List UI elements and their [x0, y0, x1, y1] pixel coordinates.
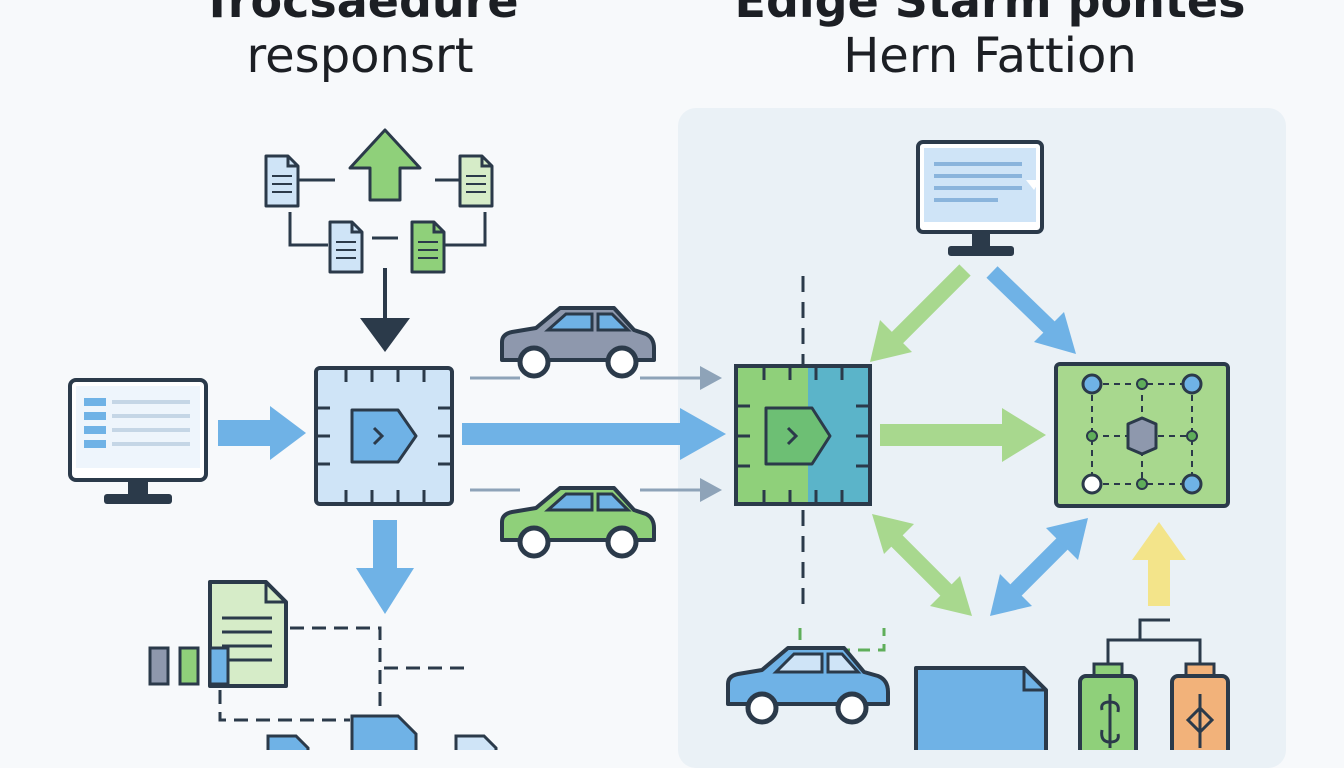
left-title-line2: responsrt — [246, 28, 474, 84]
right-arrow-blue — [218, 406, 306, 460]
long-right-arrow-blue — [462, 408, 726, 460]
diagram-canvas — [68, 128, 1230, 750]
right-title-line1: Edige Starm pontes — [734, 0, 1246, 28]
up-arrow-yellow — [1132, 522, 1186, 606]
diagonal-arrow-green — [870, 264, 971, 362]
monitor-icon — [916, 140, 1044, 256]
bidirectional-arrow-blue — [990, 518, 1088, 616]
down-arrow-dark — [360, 268, 410, 352]
battery-icon — [1170, 662, 1230, 750]
left-title-line1: Trocsaedure — [201, 0, 519, 28]
down-arrow-blue — [356, 520, 414, 614]
small-arrowhead — [700, 478, 722, 502]
network-node-icon — [1054, 362, 1230, 508]
up-arrow-icon — [348, 128, 422, 202]
document-icon — [266, 734, 310, 750]
document-icon — [328, 220, 364, 274]
battery-icon — [1078, 662, 1138, 750]
top-document-cluster — [264, 128, 494, 274]
bidirectional-arrow-green — [872, 514, 972, 616]
document-icon — [454, 734, 498, 750]
edge-processor-chip-icon — [734, 364, 872, 506]
processor-chip-icon — [314, 366, 454, 506]
car-icon — [500, 306, 656, 379]
document-icon — [914, 666, 1048, 750]
document-icon — [410, 220, 446, 274]
right-title: Edige Starm pontes Hern Fattion — [690, 0, 1290, 80]
right-arrow-green — [880, 408, 1046, 462]
car-icon — [726, 646, 890, 725]
bar-blocks — [148, 646, 230, 686]
document-icon — [264, 154, 300, 208]
dashed-connector — [218, 626, 470, 722]
diagonal-arrow-blue — [986, 266, 1076, 354]
small-arrowhead — [700, 366, 722, 390]
connector-line — [288, 178, 487, 247]
document-icon — [458, 154, 494, 208]
battery-connector — [1106, 618, 1202, 664]
car-icon — [500, 486, 656, 559]
left-title: Trocsaedure responsrt — [160, 0, 560, 80]
dash-connector — [470, 376, 700, 492]
monitor-icon — [68, 378, 208, 504]
right-title-line2: Hern Fattion — [843, 28, 1137, 84]
document-icon — [350, 714, 418, 750]
